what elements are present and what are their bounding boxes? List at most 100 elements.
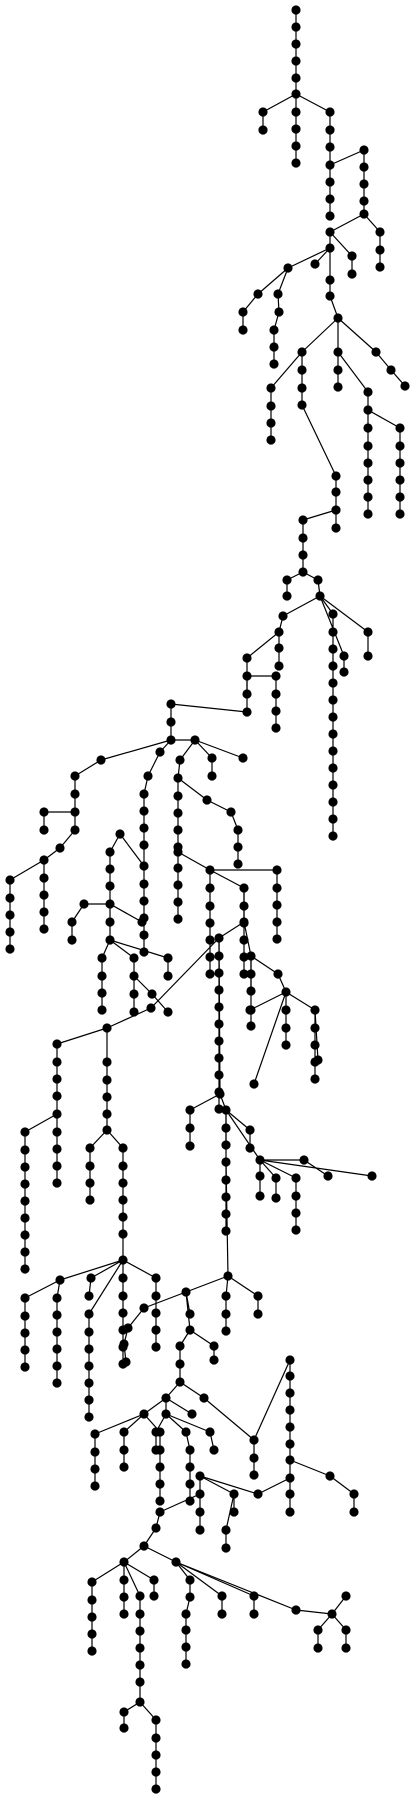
tree-node bbox=[347, 269, 357, 279]
tree-node bbox=[285, 1405, 295, 1415]
tree-node bbox=[155, 747, 165, 757]
tree-node bbox=[39, 907, 49, 917]
tree-node bbox=[327, 1609, 337, 1619]
tree-node bbox=[87, 1646, 97, 1656]
tree-edge bbox=[209, 869, 245, 889]
tree-node bbox=[363, 387, 373, 397]
tree-node bbox=[118, 1291, 128, 1301]
tree-node bbox=[181, 1659, 191, 1669]
tree-edge bbox=[109, 939, 169, 959]
tree-node bbox=[363, 441, 373, 451]
tree-node bbox=[245, 1143, 255, 1153]
tree-edge bbox=[24, 1279, 61, 1299]
tree-node bbox=[297, 347, 307, 357]
tree-node bbox=[375, 262, 385, 272]
tree-node bbox=[214, 1070, 224, 1080]
tree-node bbox=[325, 1471, 335, 1481]
tree-node bbox=[129, 989, 139, 999]
tree-node bbox=[298, 533, 308, 543]
tree-node bbox=[347, 251, 357, 261]
tree-node bbox=[214, 1053, 224, 1063]
tree-node bbox=[105, 864, 115, 874]
tree-node bbox=[135, 1697, 145, 1707]
tree-node bbox=[328, 627, 338, 637]
tree-edges bbox=[9, 10, 406, 1789]
tree-node bbox=[221, 1175, 231, 1185]
tree-edge bbox=[9, 859, 45, 881]
tree-node bbox=[285, 1455, 295, 1465]
tree-node bbox=[328, 678, 338, 688]
tree-node bbox=[97, 1005, 107, 1015]
tree-node bbox=[285, 1439, 295, 1449]
tree-node bbox=[249, 1435, 259, 1445]
tree-node bbox=[255, 1171, 265, 1181]
tree-node bbox=[173, 808, 183, 818]
tree-node bbox=[221, 1291, 231, 1301]
tree-node bbox=[173, 847, 183, 857]
tree-edge bbox=[165, 1397, 193, 1415]
tree-node bbox=[118, 1143, 128, 1153]
tree-node bbox=[341, 1643, 351, 1653]
tree-node bbox=[181, 1609, 191, 1619]
tree-node bbox=[273, 289, 283, 299]
tree-node bbox=[129, 1007, 139, 1017]
tree-node bbox=[102, 1057, 112, 1067]
tree-node bbox=[185, 1575, 195, 1585]
tree-node bbox=[105, 917, 115, 927]
tree-edge bbox=[285, 991, 316, 1011]
tree-node bbox=[258, 125, 268, 135]
tree-node bbox=[185, 1462, 195, 1472]
tree-node bbox=[102, 1092, 112, 1102]
tree-node bbox=[349, 1507, 359, 1517]
tree-node bbox=[400, 381, 410, 391]
tree-node bbox=[55, 843, 65, 853]
tree-edge bbox=[329, 1475, 355, 1495]
tree-node bbox=[202, 795, 212, 805]
tree-edge bbox=[225, 1109, 261, 1161]
tree-node bbox=[269, 325, 279, 335]
tree-node bbox=[249, 1470, 259, 1480]
tree-node bbox=[246, 951, 256, 961]
tree-node bbox=[291, 1191, 301, 1201]
tree-node bbox=[325, 142, 335, 152]
tree-node bbox=[5, 927, 15, 937]
tree-node bbox=[272, 934, 282, 944]
tree-node bbox=[281, 987, 291, 997]
tree-node bbox=[363, 509, 373, 519]
tree-node bbox=[175, 1359, 185, 1369]
tree-node bbox=[245, 1125, 255, 1135]
tree-edge bbox=[122, 1259, 157, 1279]
tree-edge bbox=[189, 1329, 215, 1347]
tree-node bbox=[359, 209, 369, 219]
tree-node bbox=[272, 917, 282, 927]
tree-node bbox=[328, 780, 338, 790]
tree-node bbox=[181, 1427, 191, 1437]
tree-node bbox=[52, 1074, 62, 1084]
tree-edge bbox=[329, 231, 353, 257]
tree-node bbox=[173, 791, 183, 801]
tree-node bbox=[52, 1361, 62, 1371]
tree-node bbox=[249, 1591, 259, 1601]
tree-node bbox=[245, 1005, 255, 1015]
tree-node bbox=[102, 1075, 112, 1085]
tree-edge bbox=[257, 1477, 291, 1495]
tree-node bbox=[118, 1178, 128, 1188]
tree-node bbox=[266, 418, 276, 428]
tree-node bbox=[239, 901, 249, 911]
tree-node bbox=[87, 1629, 97, 1639]
tree-node bbox=[215, 1089, 225, 1099]
tree-node bbox=[205, 952, 215, 962]
tree-node bbox=[291, 1208, 301, 1218]
tree-node bbox=[239, 917, 249, 927]
tree-node bbox=[173, 880, 183, 890]
tree-node bbox=[209, 1341, 219, 1351]
tree-node bbox=[363, 458, 373, 468]
tree-nodes bbox=[5, 5, 410, 1794]
tree-node bbox=[139, 1541, 149, 1551]
tree-node bbox=[363, 651, 373, 661]
tree-edge bbox=[143, 1291, 187, 1309]
tree-node bbox=[166, 735, 176, 745]
tree-node bbox=[173, 863, 183, 873]
tree-node bbox=[325, 194, 335, 204]
tree-edge bbox=[143, 1545, 177, 1563]
